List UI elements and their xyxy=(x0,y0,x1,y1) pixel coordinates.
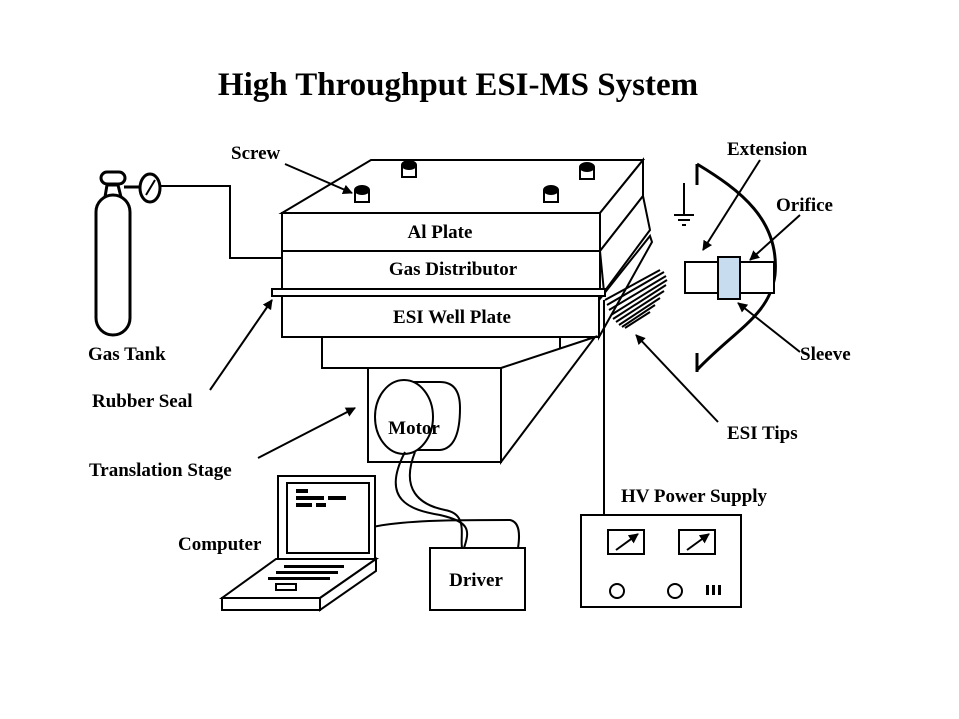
extension-label: Extension xyxy=(727,139,808,160)
screw-arrow xyxy=(284,163,353,195)
screw-icon xyxy=(354,160,595,203)
orifice xyxy=(717,256,741,300)
al-plate-label: Al Plate xyxy=(408,222,473,243)
esi-tips-arrow xyxy=(635,334,719,423)
plate-stack xyxy=(271,157,668,341)
rubber-seal-label: Rubber Seal xyxy=(92,391,192,412)
translation-stage-label: Translation Stage xyxy=(89,460,232,481)
esi-tips-hatch xyxy=(604,269,668,329)
orifice-arrow xyxy=(749,214,801,261)
motor: Motor xyxy=(374,379,462,455)
computer-label: Computer xyxy=(178,534,262,555)
orifice-label: Orifice xyxy=(776,195,833,216)
rubber-seal-arrow xyxy=(209,299,273,391)
rubber-seal xyxy=(271,288,606,297)
motor-cable xyxy=(408,451,463,549)
extension-curve xyxy=(695,162,777,372)
screw-label: Screw xyxy=(231,143,281,164)
esi-well-plate xyxy=(281,295,600,338)
driver-box xyxy=(429,547,526,611)
esi-tips-label: ESI Tips xyxy=(727,423,798,444)
esi-well-plate-label: ESI Well Plate xyxy=(393,307,511,328)
gas-tank-label: Gas Tank xyxy=(88,344,166,365)
sleeve-label: Sleeve xyxy=(800,344,851,365)
translation-stage-arrow xyxy=(257,407,356,459)
motor-label: Motor xyxy=(388,418,440,439)
computer-icon xyxy=(218,475,380,612)
extension-arrow xyxy=(702,159,761,251)
ms-inlet xyxy=(674,162,777,372)
hv-power-supply-label: HV Power Supply xyxy=(621,486,768,507)
driver-label: Driver xyxy=(449,570,503,591)
diagram-title: High Throughput ESI-MS System xyxy=(218,67,698,103)
gas-tank xyxy=(94,170,162,337)
gas-line xyxy=(160,185,283,259)
sleeve-arrow xyxy=(737,302,801,353)
gas-distributor xyxy=(281,250,601,290)
hv-power-supply xyxy=(580,514,742,608)
gas-distributor-label: Gas Distributor xyxy=(389,259,518,280)
